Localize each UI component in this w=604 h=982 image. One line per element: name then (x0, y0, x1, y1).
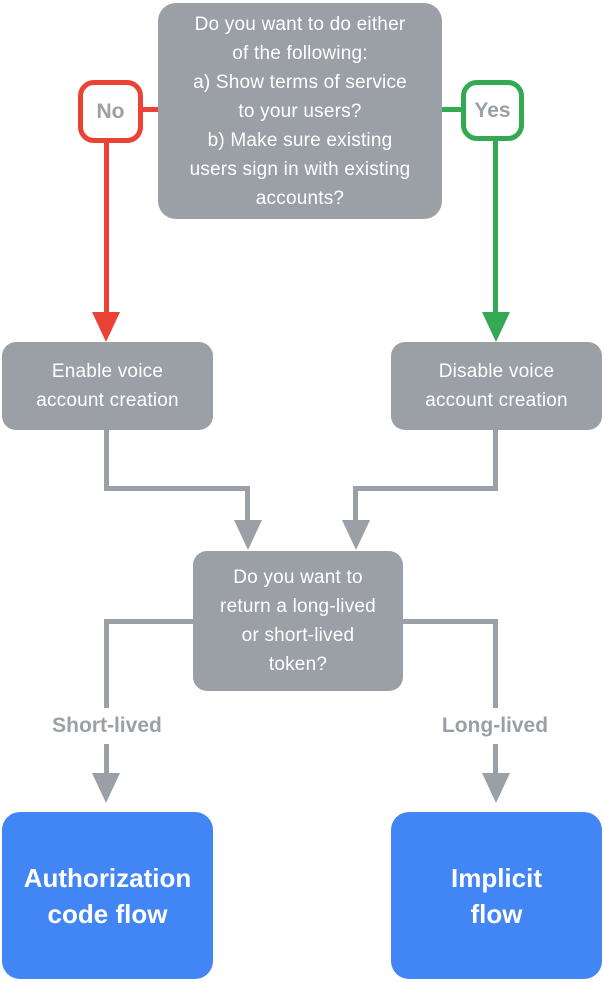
branch-label-short-lived-text: Short-lived (52, 714, 162, 737)
branch-label-short-lived: Short-lived (22, 708, 192, 744)
edge-merge-right-vertical-line (493, 430, 498, 491)
node-disable-voice-text: Disable voice account creation (425, 361, 568, 411)
edge-label-no-text: No (96, 99, 125, 123)
edge-merge-right-horizontal-line (353, 486, 498, 491)
gray-arrow-down-icon (92, 773, 120, 803)
red-arrow-down-icon (92, 312, 120, 342)
node-token-question-text: Do you want to return a long-lived or sh… (220, 567, 376, 675)
node-enable-voice-text: Enable voice account creation (36, 361, 179, 411)
node-token-question: Do you want to return a long-lived or sh… (193, 551, 403, 691)
edge-short-lived-vertical-line (104, 619, 109, 775)
node-disable-voice-account-creation: Disable voice account creation (391, 342, 602, 430)
branch-label-long-lived-text: Long-lived (441, 714, 549, 737)
edge-no-horizontal-line (142, 107, 158, 112)
edge-short-lived-horizontal-line (106, 619, 194, 624)
green-arrow-down-icon (482, 312, 510, 342)
gray-arrow-down-icon (234, 520, 262, 550)
edge-long-lived-vertical-line (493, 619, 498, 775)
node-authorization-code-flow: Authorization code flow (2, 812, 213, 979)
edge-label-yes: Yes (461, 80, 524, 141)
node-implicit-flow-text: Implicit flow (450, 862, 542, 929)
edge-label-no: No (78, 80, 143, 143)
node-implicit-flow: Implicit flow (391, 812, 602, 979)
branch-label-long-lived: Long-lived (410, 708, 580, 744)
gray-arrow-down-icon (342, 520, 370, 550)
edge-merge-right-drop-line (353, 486, 358, 520)
edge-merge-left-horizontal-line (104, 486, 250, 491)
gray-arrow-down-icon (482, 773, 510, 803)
edge-no-vertical-line (104, 141, 109, 313)
edge-yes-horizontal-line (442, 107, 462, 112)
edge-long-lived-horizontal-line (402, 619, 496, 624)
edge-merge-left-vertical-line (104, 430, 109, 491)
node-enable-voice-account-creation: Enable voice account creation (2, 342, 213, 430)
edge-yes-vertical-line (493, 140, 498, 313)
edge-label-yes-text: Yes (474, 98, 511, 122)
edge-merge-left-drop-line (245, 486, 250, 520)
node-root-question: Do you want to do either of the followin… (158, 3, 442, 219)
node-root-question-text: Do you want to do either of the followin… (189, 13, 411, 209)
node-authorization-code-flow-text: Authorization code flow (23, 862, 192, 929)
